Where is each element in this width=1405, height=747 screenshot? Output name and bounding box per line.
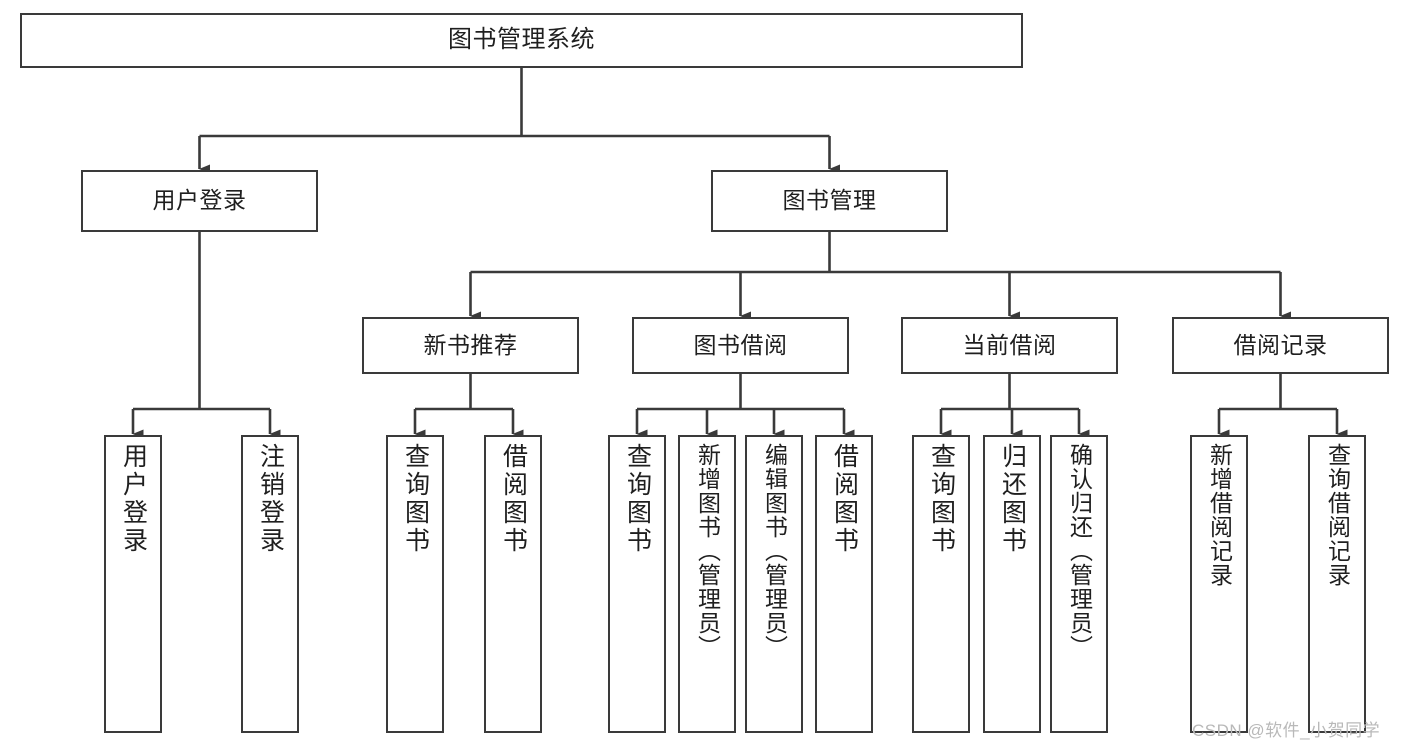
node-leaf-user-logout[interactable]: 注销登录: [241, 435, 299, 733]
node-label: 归还图书: [998, 443, 1027, 555]
node-label: 图书管理: [782, 187, 877, 214]
node-leaf-confirm-return[interactable]: 确认归还（管理员）: [1050, 435, 1108, 733]
node-label: 查询借阅记录: [1324, 443, 1351, 587]
node-label: 借阅图书: [830, 443, 859, 555]
node-leaf-query-record[interactable]: 查询借阅记录: [1308, 435, 1366, 733]
node-leaf-user-login[interactable]: 用户登录: [104, 435, 162, 733]
node-leaf-edit-book[interactable]: 编辑图书（管理员）: [745, 435, 803, 733]
node-label: 确认归还（管理员）: [1066, 443, 1093, 659]
node-label: 新增图书（管理员）: [694, 443, 721, 659]
node-label: 借阅图书: [499, 443, 528, 555]
node-label: 用户登录: [152, 187, 247, 214]
node-leaf-query-book-3[interactable]: 查询图书: [912, 435, 970, 733]
node-book-borrow[interactable]: 图书借阅: [632, 317, 849, 374]
node-leaf-query-book-2[interactable]: 查询图书: [608, 435, 666, 733]
node-label: 图书借阅: [693, 331, 788, 358]
node-label: 用户登录: [119, 443, 148, 555]
node-label: 新增借阅记录: [1206, 443, 1233, 587]
csdn-watermark: CSDN @软件_小贺同学: [1192, 721, 1381, 740]
node-new-book-recommend[interactable]: 新书推荐: [362, 317, 579, 374]
node-label: 借阅记录: [1233, 331, 1328, 358]
node-book-manage[interactable]: 图书管理: [711, 170, 948, 232]
node-leaf-query-book-1[interactable]: 查询图书: [386, 435, 444, 733]
node-label: 注销登录: [256, 443, 285, 555]
node-label: 当前借阅: [962, 331, 1057, 358]
node-leaf-borrow-book-1[interactable]: 借阅图书: [484, 435, 542, 733]
node-user-login[interactable]: 用户登录: [81, 170, 318, 232]
node-label: 新书推荐: [423, 331, 518, 358]
node-label: 查询图书: [623, 443, 652, 555]
node-root[interactable]: 图书管理系统: [20, 13, 1023, 68]
connector-lines: [131, 68, 1348, 439]
node-current-borrow[interactable]: 当前借阅: [901, 317, 1118, 374]
node-label: 查询图书: [927, 443, 956, 555]
node-borrow-record[interactable]: 借阅记录: [1172, 317, 1389, 374]
node-leaf-add-record[interactable]: 新增借阅记录: [1190, 435, 1248, 733]
node-label: 查询图书: [401, 443, 430, 555]
node-label: 图书管理系统: [448, 26, 595, 54]
node-leaf-borrow-book-2[interactable]: 借阅图书: [815, 435, 873, 733]
node-leaf-return-book[interactable]: 归还图书: [983, 435, 1041, 733]
node-label: 编辑图书（管理员）: [761, 443, 788, 659]
node-leaf-add-book[interactable]: 新增图书（管理员）: [678, 435, 736, 733]
